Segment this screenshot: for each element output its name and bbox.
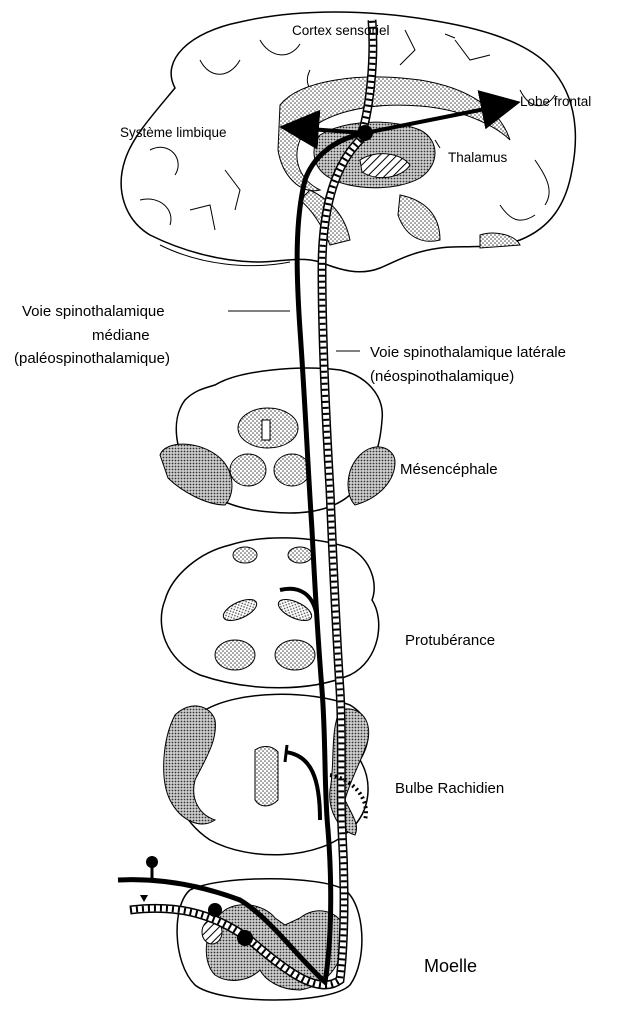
label-mesencephale: Mésencéphale: [400, 461, 498, 478]
label-cortex-sensoriel: Cortex sensoriel: [292, 23, 390, 38]
mesencephalon-section: [160, 368, 395, 513]
label-moelle: Moelle: [424, 956, 477, 976]
label-thalamus: Thalamus: [448, 150, 508, 165]
dorsal-root-marker: [140, 895, 148, 902]
label-protuberance: Protubérance: [405, 632, 495, 649]
label-median-line1: Voie spinothalamique: [22, 303, 165, 320]
label-lobe-frontal: Lobe frontal: [520, 94, 591, 109]
label-bulbe-rachidien: Bulbe Rachidien: [395, 780, 504, 797]
brain-outline: [121, 12, 575, 272]
label-lateral-line1: Voie spinothalamique latérale: [370, 344, 566, 361]
label-median-line3: (paléospinothalamique): [14, 350, 170, 367]
label-systeme-limbique: Système limbique: [120, 125, 227, 140]
label-lateral-line2: (néospinothalamique): [370, 368, 514, 385]
pons-section: [161, 538, 378, 688]
label-median-line2: médiane: [92, 327, 150, 344]
